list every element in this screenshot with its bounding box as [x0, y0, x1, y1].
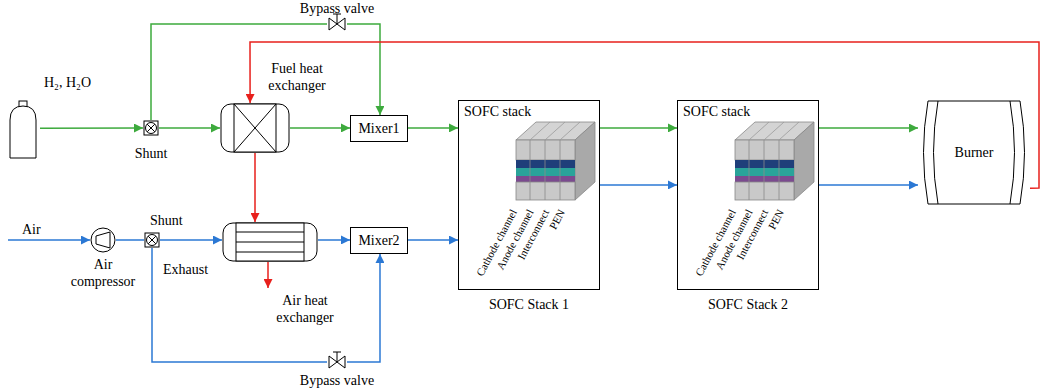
- flow-connector: [819, 184, 918, 186]
- heat-exchanger-outline: [220, 103, 290, 153]
- gas-tank-outline: [6, 100, 40, 160]
- node-label: Bypass valve: [282, 0, 392, 17]
- burner: Burner: [918, 100, 1030, 205]
- flow-connector: [159, 127, 220, 129]
- node-label: Shunt: [150, 212, 183, 229]
- flow-connector: [254, 153, 256, 222]
- flow-connector: [160, 239, 222, 241]
- node-label: SOFC stack: [683, 103, 750, 120]
- flow-connector: [40, 127, 143, 129]
- node-label: Burner: [918, 144, 1030, 161]
- flow-connector: [819, 127, 918, 129]
- air-compressor-outline: [90, 227, 116, 253]
- heat-exchanger: Fuel heat exchanger: [220, 103, 290, 153]
- node-label: Air heat exchanger: [266, 292, 344, 326]
- mixer-box: Mixer1: [350, 115, 408, 142]
- flow-connector: [600, 127, 677, 129]
- flow-connector: [116, 239, 144, 241]
- stack-caption: SOFC Stack 1: [464, 296, 594, 313]
- flow-connector: [347, 254, 380, 362]
- stream-label: Air: [22, 222, 41, 238]
- node-label: Fuel heat exchanger: [258, 60, 336, 94]
- flow-connector: [408, 127, 458, 129]
- heat-exchanger: Air heat exchanger: [222, 222, 318, 262]
- gas-tank: H₂, H₂O: [6, 100, 40, 160]
- shunt-outline: [144, 232, 160, 248]
- node-label: SOFC stack: [464, 103, 531, 120]
- exhaust-line: [267, 262, 269, 288]
- stream-label: Exhaust: [163, 262, 208, 278]
- air-inlet-line: [8, 239, 90, 241]
- flow-connector: [290, 127, 350, 129]
- bypass-valve: Bypass valve: [327, 11, 347, 31]
- mixer-box: Mixer2: [350, 227, 408, 254]
- bypass-valve-outline: [327, 349, 347, 369]
- node-label: H₂, H₂O: [44, 74, 91, 91]
- bypass-valve: Bypass valve: [327, 349, 347, 369]
- air-compressor: Air compressor: [90, 227, 116, 253]
- flow-connector: [250, 42, 1039, 188]
- flow-connector: [600, 184, 677, 186]
- flow-connector: [408, 239, 458, 241]
- shunt: Shunt: [143, 120, 159, 136]
- flow-connector: [318, 239, 350, 241]
- node-label: Mixer2: [350, 232, 408, 249]
- node-label: Air compressor: [63, 256, 143, 290]
- heat-exchanger-outline: [222, 222, 318, 262]
- node-label: Shunt: [121, 145, 181, 162]
- stack-caption: SOFC Stack 2: [683, 296, 813, 313]
- node-label: Bypass valve: [282, 372, 392, 389]
- node-label: Mixer1: [350, 120, 408, 137]
- shunt-outline: [143, 120, 159, 136]
- flow-connector: [347, 24, 380, 115]
- shunt: Shunt: [144, 232, 160, 248]
